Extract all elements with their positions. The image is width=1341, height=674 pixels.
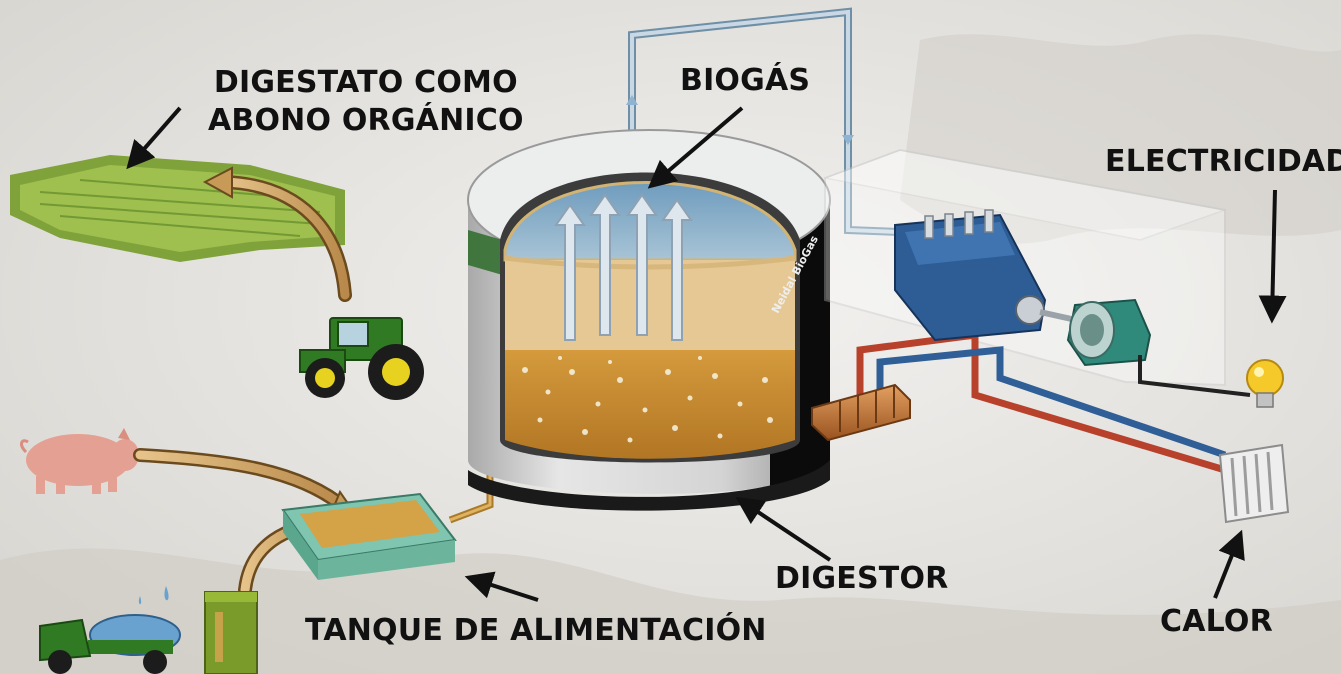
light-bulb-icon	[1246, 359, 1284, 408]
heat-label: CALOR	[1160, 604, 1273, 639]
radiator-icon	[1218, 443, 1290, 524]
tanker-truck-icon	[39, 586, 181, 674]
heat-exchanger-icon	[811, 383, 911, 442]
tractor-icon	[299, 317, 424, 400]
digestate-label-line1: DIGESTATO COMO	[213, 65, 518, 100]
feed-tank-icon	[281, 492, 457, 580]
feed-tank-label: TANQUE DE ALIMENTACIÓN	[305, 613, 767, 648]
digestate-label-line2: ABONO ORGÁNICO	[208, 103, 524, 138]
electricity-label: ELECTRICIDAD	[1105, 144, 1341, 179]
pig-icon	[20, 428, 139, 494]
digestor-icon	[467, 129, 831, 511]
generator-icon	[1066, 298, 1251, 397]
digestor-label: DIGESTOR	[775, 561, 949, 596]
pointer-arrows	[126, 106, 1287, 602]
digestate-label: DIGESTATO COMO ABONO ORGÁNICO	[208, 64, 524, 140]
engine-icon	[894, 209, 1086, 342]
biogas-label: BIOGÁS	[680, 63, 811, 98]
silage-bin-icon	[204, 591, 258, 674]
